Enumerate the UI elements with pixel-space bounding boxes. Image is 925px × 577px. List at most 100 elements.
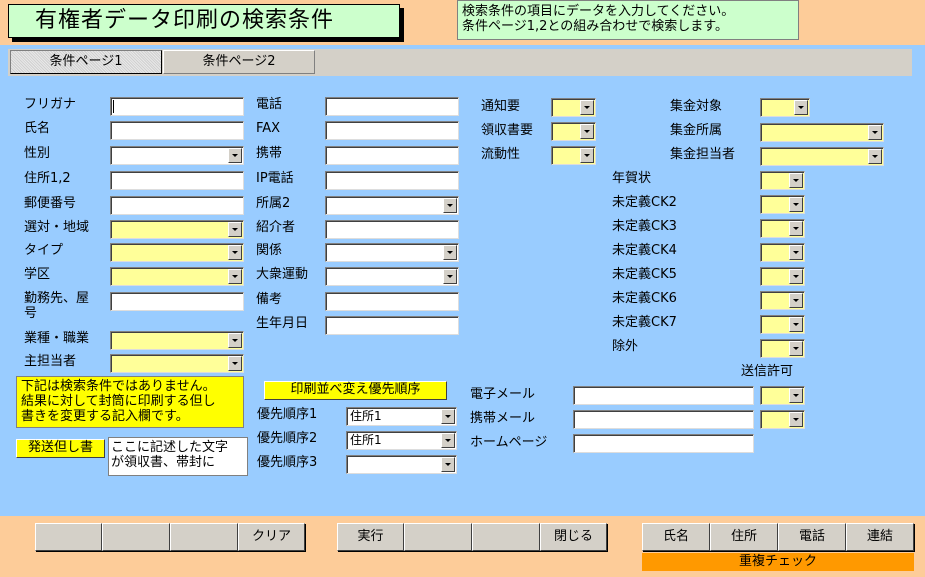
chevron-down-icon[interactable]	[228, 148, 242, 163]
remarks-input[interactable]	[325, 292, 459, 311]
birthdate-input[interactable]	[325, 316, 459, 335]
chevron-down-icon[interactable]	[228, 245, 242, 260]
mobile-email-input[interactable]	[573, 410, 754, 429]
label-phone: 電話	[256, 97, 283, 112]
chevron-down-icon[interactable]	[789, 197, 803, 212]
link-button[interactable]: 連結	[846, 523, 914, 551]
fax-input[interactable]	[325, 121, 459, 140]
label-workplace: 勤務先、屋 号	[24, 291, 89, 321]
mobile-email-permission-select[interactable]	[760, 410, 805, 429]
referrer-input[interactable]	[325, 220, 459, 239]
label-collection-affiliation: 集金所属	[670, 123, 723, 138]
ck3-select[interactable]	[760, 219, 805, 238]
memo-textarea[interactable]: ここに記述した文字 が領収書、帯封に	[108, 437, 248, 476]
region-select[interactable]	[110, 220, 244, 239]
chevron-down-icon[interactable]	[580, 124, 594, 139]
chevron-down-icon[interactable]	[441, 457, 455, 472]
blank-button-3[interactable]	[170, 523, 238, 551]
help-line-2: 条件ページ1,2との組み合わせで検索します。	[462, 19, 728, 34]
chevron-down-icon[interactable]	[228, 356, 242, 371]
collection-affiliation-select[interactable]	[760, 123, 884, 142]
dup-phone-button[interactable]: 電話	[778, 523, 846, 551]
chevron-down-icon[interactable]	[789, 412, 803, 427]
ck5-select[interactable]	[760, 267, 805, 286]
homepage-input[interactable]	[573, 434, 754, 453]
blank-button-4[interactable]	[404, 523, 472, 551]
priority-1-select[interactable]: 住所1	[346, 407, 457, 426]
phone-input[interactable]	[325, 97, 459, 116]
mass-movement-select[interactable]	[325, 267, 459, 286]
label-workplace-line-1: 勤務先、屋	[24, 291, 90, 306]
chevron-down-icon[interactable]	[789, 341, 803, 356]
gender-select[interactable]	[110, 146, 244, 165]
note-line-3: 書きを変更する記入欄です。	[21, 409, 189, 424]
label-birthdate: 生年月日	[256, 316, 309, 331]
ship-note-button[interactable]: 発送但し書	[16, 439, 105, 458]
chevron-down-icon[interactable]	[794, 100, 808, 115]
affiliation-2-select[interactable]	[325, 196, 459, 215]
email-permission-select[interactable]	[760, 386, 805, 405]
priority-3-select[interactable]	[346, 455, 457, 474]
notice-required-select[interactable]	[551, 98, 596, 117]
ck4-select[interactable]	[760, 243, 805, 262]
chevron-down-icon[interactable]	[441, 433, 455, 448]
chevron-down-icon[interactable]	[580, 148, 594, 163]
ck2-select[interactable]	[760, 195, 805, 214]
chevron-down-icon[interactable]	[580, 100, 594, 115]
collection-staff-select[interactable]	[760, 147, 884, 166]
chevron-down-icon[interactable]	[443, 269, 457, 284]
blank-button-1[interactable]	[35, 523, 102, 551]
ip-phone-input[interactable]	[325, 171, 459, 190]
close-button[interactable]: 閉じる	[540, 523, 607, 551]
label-email: 電子メール	[470, 387, 536, 402]
chevron-down-icon[interactable]	[789, 221, 803, 236]
postal-code-input[interactable]	[110, 196, 244, 215]
label-region: 選対・地域	[24, 220, 90, 235]
ck7-select[interactable]	[760, 315, 805, 334]
chevron-down-icon[interactable]	[789, 245, 803, 260]
dup-address-button[interactable]: 住所	[710, 523, 778, 551]
chevron-down-icon[interactable]	[228, 269, 242, 284]
mobility-select[interactable]	[551, 146, 596, 165]
receipt-required-select[interactable]	[551, 122, 596, 141]
clear-button[interactable]: クリア	[238, 523, 305, 551]
tab-condition-page-2[interactable]: 条件ページ2	[163, 50, 315, 74]
help-text: 検索条件の項目にデータを入力してください。 条件ページ1,2との組み合わせで検索…	[457, 0, 799, 40]
main-staff-select[interactable]	[110, 354, 244, 373]
occupation-select[interactable]	[110, 331, 244, 350]
address-input[interactable]	[110, 171, 244, 190]
chevron-down-icon[interactable]	[868, 149, 882, 164]
chevron-down-icon[interactable]	[443, 198, 457, 213]
chevron-down-icon[interactable]	[789, 293, 803, 308]
blank-button-5[interactable]	[472, 523, 540, 551]
print-sort-order-button[interactable]: 印刷並べ変え優先順序	[264, 381, 447, 400]
chevron-down-icon[interactable]	[789, 317, 803, 332]
ck6-select[interactable]	[760, 291, 805, 310]
label-ck7: 未定義CK7	[612, 315, 677, 330]
priority-2-select[interactable]: 住所1	[346, 431, 457, 450]
chevron-down-icon[interactable]	[443, 245, 457, 260]
furigana-input[interactable]	[110, 97, 244, 116]
dup-name-button[interactable]: 氏名	[642, 523, 710, 551]
exclude-select[interactable]	[760, 339, 805, 358]
email-input[interactable]	[573, 386, 754, 405]
blank-button-2[interactable]	[102, 523, 170, 551]
new-year-card-select[interactable]	[760, 171, 805, 190]
chevron-down-icon[interactable]	[789, 173, 803, 188]
chevron-down-icon[interactable]	[868, 125, 882, 140]
name-input[interactable]	[110, 121, 244, 140]
chevron-down-icon[interactable]	[441, 409, 455, 424]
label-ip-phone: IP電話	[256, 171, 294, 186]
workplace-input[interactable]	[110, 292, 244, 311]
chevron-down-icon[interactable]	[228, 222, 242, 237]
mobile-input[interactable]	[325, 146, 459, 165]
chevron-down-icon[interactable]	[228, 333, 242, 348]
school-district-select[interactable]	[110, 267, 244, 286]
run-button[interactable]: 実行	[337, 523, 404, 551]
relation-select[interactable]	[325, 243, 459, 262]
chevron-down-icon[interactable]	[789, 388, 803, 403]
collection-target-select[interactable]	[760, 98, 810, 117]
tab-condition-page-1[interactable]: 条件ページ1	[10, 50, 162, 74]
chevron-down-icon[interactable]	[789, 269, 803, 284]
type-select[interactable]	[110, 243, 244, 262]
